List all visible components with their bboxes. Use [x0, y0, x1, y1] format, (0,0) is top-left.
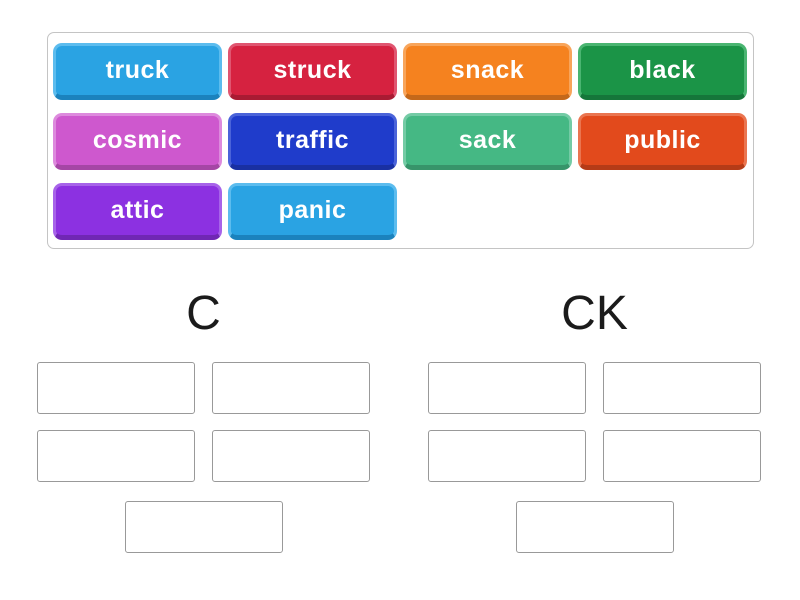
word-tile-panic[interactable]: panic	[228, 183, 397, 240]
drop-slot-c-4[interactable]	[212, 430, 370, 482]
word-tile-label: sack	[458, 126, 517, 154]
drop-slot-ck-5[interactable]	[515, 501, 674, 553]
word-tile-label: public	[624, 126, 701, 154]
group-ck-slots	[428, 362, 761, 553]
drop-slot-ck-2[interactable]	[603, 362, 761, 414]
word-bank-tray: truck struck snack black cosmic traffic …	[47, 32, 754, 249]
word-tile-label: snack	[450, 56, 525, 84]
word-tile-sack[interactable]: sack	[403, 113, 572, 170]
word-tile-public[interactable]: public	[578, 113, 747, 170]
group-c-slots	[37, 362, 370, 553]
word-tile-label: attic	[110, 196, 165, 224]
drop-slot-ck-1[interactable]	[428, 362, 586, 414]
group-header-ck: CK	[561, 287, 628, 340]
drop-slot-c-1[interactable]	[37, 362, 195, 414]
word-tile-label: traffic	[276, 126, 349, 154]
word-tile-snack[interactable]: snack	[403, 43, 572, 100]
word-tile-black[interactable]: black	[578, 43, 747, 100]
word-tile-label: black	[629, 56, 696, 84]
drop-slot-ck-3[interactable]	[428, 430, 586, 482]
word-tile-struck[interactable]: struck	[228, 43, 397, 100]
word-tile-traffic[interactable]: traffic	[228, 113, 397, 170]
word-tile-truck[interactable]: truck	[53, 43, 222, 100]
word-tile-cosmic[interactable]: cosmic	[53, 113, 222, 170]
drop-slot-c-5[interactable]	[124, 501, 283, 553]
drop-slot-c-3[interactable]	[37, 430, 195, 482]
group-header-c: C	[186, 287, 221, 340]
word-tile-attic[interactable]: attic	[53, 183, 222, 240]
word-tile-label: truck	[105, 56, 170, 84]
word-tile-label: panic	[278, 196, 347, 224]
drop-slot-c-2[interactable]	[212, 362, 370, 414]
drop-slot-ck-4[interactable]	[603, 430, 761, 482]
word-tile-label: cosmic	[92, 126, 183, 154]
word-tile-label: struck	[273, 56, 352, 84]
